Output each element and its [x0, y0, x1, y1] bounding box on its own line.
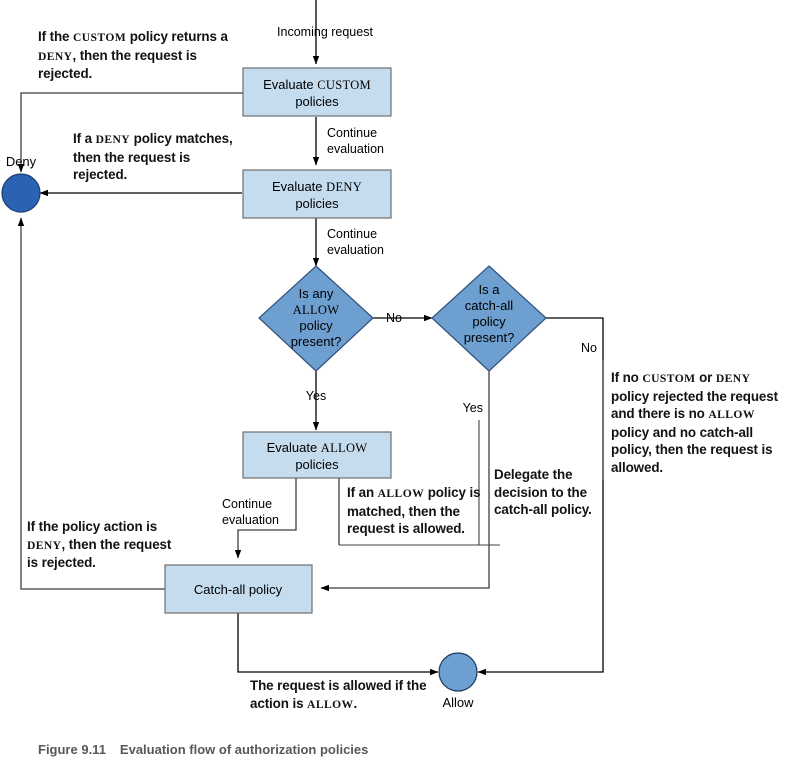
- annotation-custom-deny: If the CUSTOM policy returns a DENY, the…: [38, 29, 228, 81]
- edge-catchall-decision-yes: [320, 371, 490, 592]
- node-evaluate-allow-policies[interactable]: Evaluate ALLOW policies: [242, 431, 392, 479]
- catchall-decision-line2: catch-all: [465, 298, 514, 313]
- catchall-decision-line1: Is a: [479, 282, 501, 297]
- annotation-allow-matched: If an ALLOW policy is matched, then the …: [347, 485, 481, 536]
- catchall-box-label: Catch-all policy: [194, 582, 283, 597]
- process-nodes: Evaluate CUSTOM policies Evaluate DENY p…: [164, 67, 392, 614]
- annotation-no-custom-or-deny: If no CUSTOM or DENY policy rejected the…: [611, 370, 778, 475]
- annotation-request-allowed: The request is allowed if the action is …: [250, 678, 427, 711]
- allow-terminal-label: Allow: [442, 695, 474, 710]
- deny-terminal-label: Deny: [6, 154, 37, 169]
- deny-box-line1-prefix: Evaluate: [272, 179, 326, 194]
- deny-box-keyword: DENY: [326, 180, 362, 194]
- annotation-deny-match: If a DENY policy matches, then the reque…: [73, 131, 233, 182]
- label-continue-3-line2: evaluation: [222, 513, 279, 527]
- label-continue-2-line1: Continue: [327, 227, 377, 241]
- label-continue-2-line2: evaluation: [327, 243, 384, 257]
- annotation-delegate: Delegate the decision to the catch-all p…: [494, 467, 592, 517]
- edge-custom-to-deny-terminal: [17, 92, 243, 173]
- custom-box-keyword: CUSTOM: [317, 78, 371, 92]
- deny-box-line2: policies: [295, 196, 339, 211]
- terminal-nodes: Deny Allow: [1, 154, 478, 710]
- label-no-2: No: [581, 341, 597, 355]
- edge-labels: Incoming request Continue evaluation Con…: [222, 25, 597, 527]
- label-continue-3-line1: Continue: [222, 497, 272, 511]
- edge-catchall-to-deny-terminal: [17, 217, 165, 590]
- edges: [17, 0, 604, 676]
- allow-box-line1-prefix: Evaluate: [267, 440, 321, 455]
- allow-decision-line1: Is any: [299, 286, 334, 301]
- catchall-decision-line3: policy: [472, 314, 506, 329]
- label-continue-1-line2: evaluation: [327, 142, 384, 156]
- node-evaluate-custom-policies[interactable]: Evaluate CUSTOM policies: [242, 67, 392, 117]
- label-yes-2: Yes: [463, 401, 483, 415]
- node-deny-terminal[interactable]: Deny: [1, 154, 41, 213]
- decision-nodes: Is any ALLOW policy present? Is a catch-…: [258, 265, 547, 372]
- allow-decision-line3: policy: [299, 318, 333, 333]
- annotation-policy-action-deny: If the policy action is DENY, then the r…: [27, 519, 172, 570]
- allow-decision-line4: present?: [291, 334, 342, 349]
- svg-text:Evaluate ALLOW: Evaluate ALLOW: [267, 440, 368, 455]
- allow-box-line2: policies: [295, 457, 339, 472]
- svg-text:Evaluate DENY: Evaluate DENY: [272, 179, 362, 194]
- allow-box-keyword: ALLOW: [321, 441, 368, 455]
- label-no-1: No: [386, 311, 402, 325]
- node-allow-terminal[interactable]: Allow: [438, 652, 478, 710]
- edge-catchall-decision-no: [477, 317, 604, 676]
- label-continue-1-line1: Continue: [327, 126, 377, 140]
- figure-number: Figure 9.11: [38, 742, 106, 757]
- allow-decision-keyword: ALLOW: [293, 303, 340, 317]
- node-catch-all-policy[interactable]: Catch-all policy: [164, 564, 313, 614]
- catchall-decision-line4: present?: [464, 330, 515, 345]
- label-incoming-request: Incoming request: [277, 25, 373, 39]
- node-is-any-allow-policy-present[interactable]: Is any ALLOW policy present?: [258, 265, 374, 372]
- label-yes-1: Yes: [306, 389, 326, 403]
- figure-title: Evaluation flow of authorization policie…: [119, 742, 369, 757]
- edge-allowbox-to-catchall: [234, 477, 297, 559]
- edge-catchall-to-allow-terminal: [237, 613, 439, 676]
- custom-box-line2: policies: [295, 94, 339, 109]
- node-is-catch-all-policy-present[interactable]: Is a catch-all policy present?: [431, 265, 547, 372]
- figure-caption: Figure 9.11 Evaluation flow of authorizat…: [38, 742, 368, 757]
- node-evaluate-deny-policies[interactable]: Evaluate DENY policies: [242, 169, 392, 219]
- custom-box-line1-prefix: Evaluate: [263, 77, 317, 92]
- svg-text:Evaluate CUSTOM: Evaluate CUSTOM: [263, 77, 371, 92]
